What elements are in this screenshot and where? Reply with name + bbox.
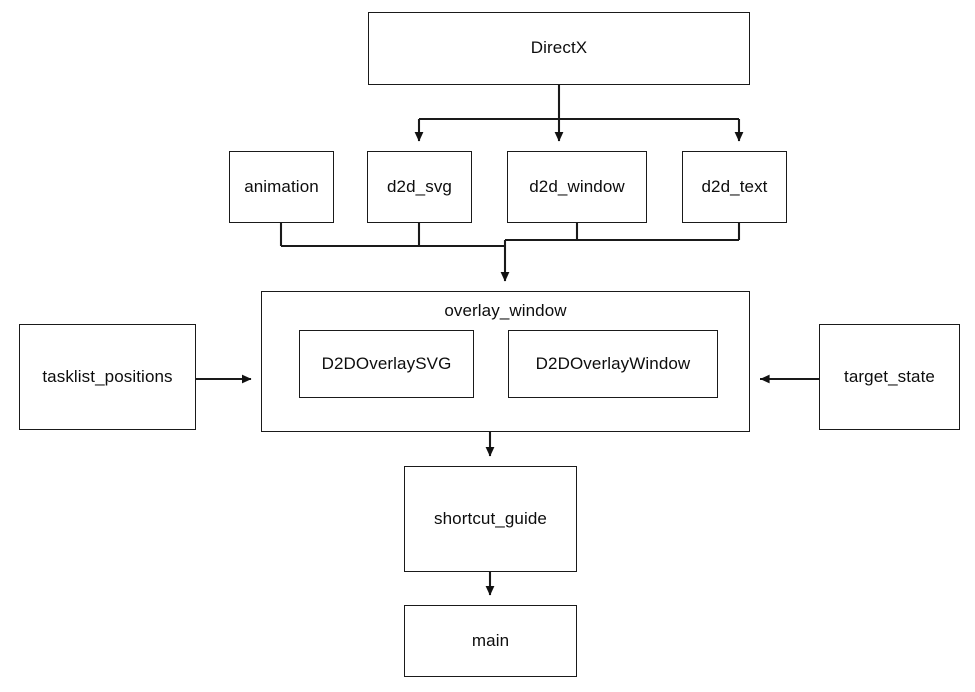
edge-modules-merge-bus [279, 223, 741, 248]
node-target-state[interactable]: target_state [819, 324, 960, 430]
node-d2d-window[interactable]: d2d_window [507, 151, 647, 223]
node-directx-label: DirectX [530, 38, 588, 58]
node-d2d-text-label: d2d_text [701, 176, 768, 196]
node-d2doverlaywindow[interactable]: D2DOverlayWindow [508, 330, 718, 398]
node-d2d-svg-label: d2d_svg [387, 176, 452, 196]
node-tasklist-positions[interactable]: tasklist_positions [19, 324, 196, 430]
node-main-label: main [471, 630, 510, 650]
node-target-state-label: target_state [844, 366, 935, 386]
node-main[interactable]: main [404, 605, 577, 677]
node-d2doverlaysvg[interactable]: D2DOverlaySVG [299, 330, 474, 398]
node-d2doverlaysvg-label: D2DOverlaySVG [321, 353, 452, 373]
node-shortcut-guide-label: shortcut_guide [434, 508, 547, 528]
node-animation[interactable]: animation [229, 151, 334, 223]
node-directx[interactable]: DirectX [368, 12, 750, 85]
node-d2d-svg[interactable]: d2d_svg [367, 151, 472, 223]
node-tasklist-positions-label: tasklist_positions [42, 366, 173, 386]
node-shortcut-guide[interactable]: shortcut_guide [404, 466, 577, 572]
node-d2d-window-label: d2d_window [529, 176, 625, 196]
node-overlay-window-label: overlay_window [444, 301, 567, 320]
node-d2doverlaywindow-label: D2DOverlayWindow [535, 353, 691, 373]
node-overlay-window[interactable]: overlay_window [261, 291, 750, 432]
node-d2d-text[interactable]: d2d_text [682, 151, 787, 223]
node-animation-label: animation [244, 176, 319, 196]
edge-directx-trunk [419, 85, 739, 121]
